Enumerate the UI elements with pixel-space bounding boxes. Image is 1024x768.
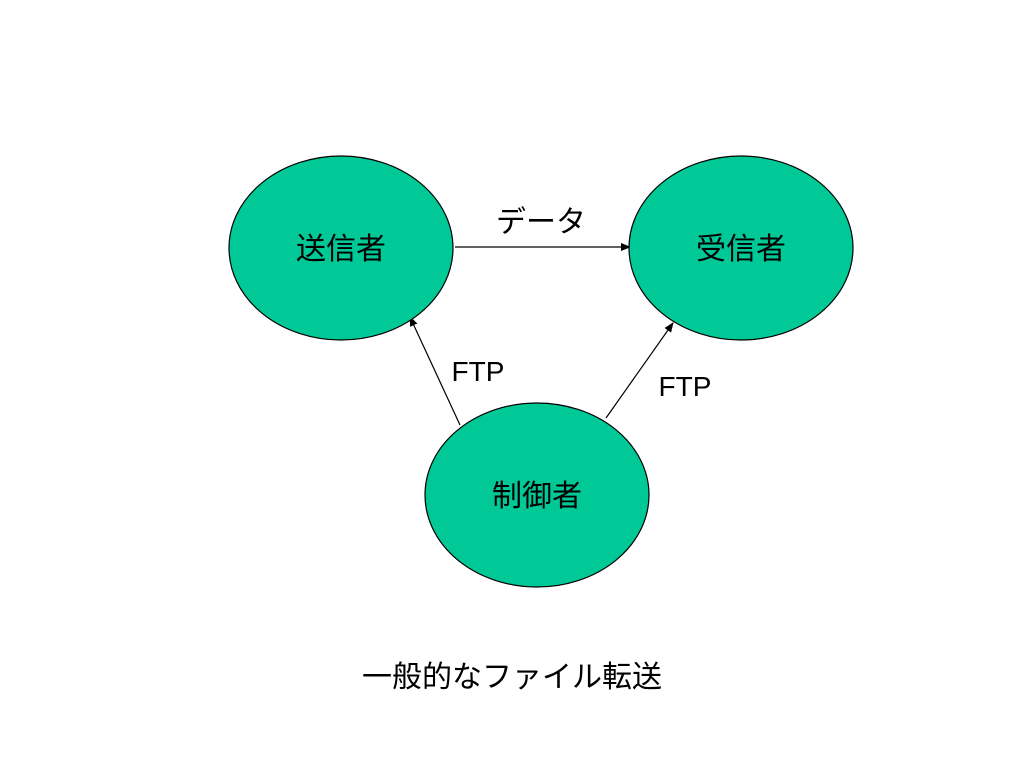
receiver-node	[628, 155, 854, 341]
controller-label: 制御者	[492, 479, 582, 514]
diagram-caption: 一般的なファイル転送	[362, 660, 662, 695]
sender-node	[228, 155, 454, 341]
data-edge-label: データ	[496, 205, 586, 240]
receiver-label: 受信者	[696, 232, 786, 267]
ftp-arrow-to-sender	[409, 316, 461, 426]
ftp-arrow-to-receiver	[605, 322, 674, 419]
ftp-label-sender: FTP	[452, 356, 505, 387]
sender-label: 送信者	[296, 232, 386, 267]
ftp-label-receiver: FTP	[659, 371, 712, 402]
controller-node	[424, 402, 650, 588]
